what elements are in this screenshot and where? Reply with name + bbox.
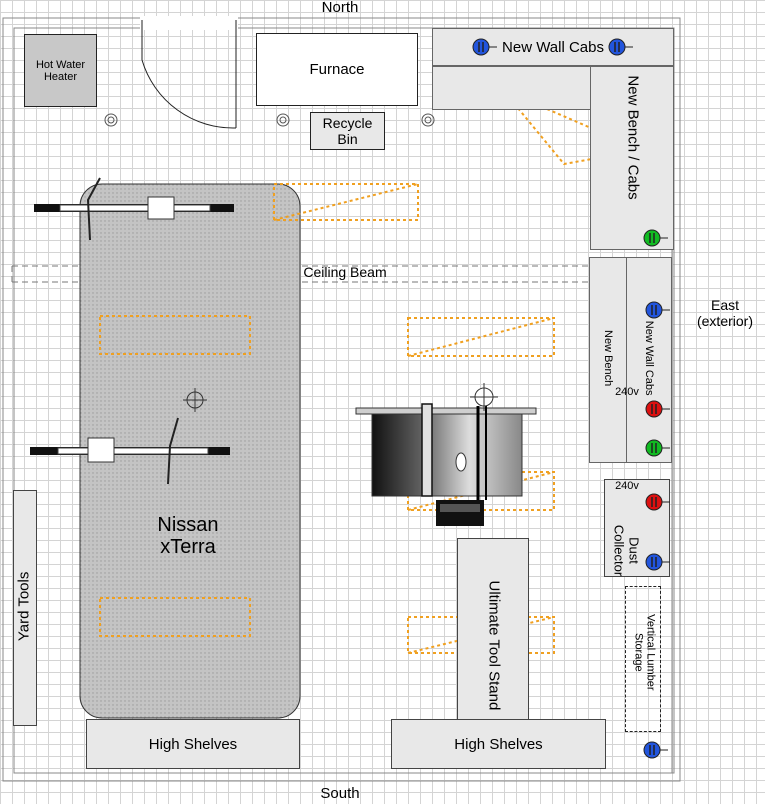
outlet-blue-dust-icon	[645, 553, 670, 571]
outlet-blue-southeast-icon	[643, 741, 668, 759]
new-wall-cabs-top-label: New Wall Cabs	[502, 38, 604, 56]
outlet-green-bench-icon	[643, 229, 668, 247]
furnace-label: Furnace	[309, 61, 365, 78]
compass-north: North	[321, 0, 359, 16]
vertical-lumber-storage	[625, 586, 661, 732]
door-opening	[140, 16, 238, 30]
high-shelves-right-label: High Shelves	[454, 735, 543, 753]
outlet-red-240v-1-icon	[645, 400, 670, 418]
ultimate-tool-stand	[457, 538, 529, 720]
high-shelves-right: High Shelves	[391, 719, 606, 769]
ceiling-beam-label: Ceiling Beam	[303, 264, 387, 280]
voltage-240-a: 240v	[615, 386, 639, 398]
new-bench-cabs	[590, 66, 674, 250]
high-shelves-left: High Shelves	[86, 719, 300, 769]
bench-cabs-top-return	[432, 66, 592, 110]
car-axles	[30, 177, 234, 485]
yard-tools	[13, 490, 37, 726]
outlet-blue-east-1-icon	[645, 301, 670, 319]
voltage-240-b: 240v	[615, 480, 639, 492]
nissan-xterra-label: Nissan xTerra	[157, 514, 219, 559]
table-saw	[355, 383, 537, 526]
compass-south: South	[320, 785, 360, 802]
outlet-green-east-2-icon	[645, 439, 670, 457]
door-swing	[141, 20, 237, 129]
ceiling-light-symbols	[104, 113, 435, 127]
furnace: Furnace	[256, 33, 418, 106]
exterior-walls	[2, 17, 681, 782]
hot-water-heater: Hot Water Heater	[24, 34, 97, 107]
new-wall-cabs-top: New Wall Cabs	[432, 28, 674, 66]
outlet-blue-wallcab-right-icon	[608, 38, 633, 56]
outlet-red-240v-2-icon	[645, 493, 670, 511]
hot-water-heater-label: Hot Water Heater	[35, 58, 86, 83]
high-shelves-left-label: High Shelves	[148, 735, 238, 753]
compass-east: East (exterior)	[696, 297, 753, 329]
recycle-bin: Recycle Bin	[310, 112, 385, 150]
recycle-bin-label: Recycle Bin	[322, 115, 373, 147]
outlet-blue-wallcab-left-icon	[472, 38, 497, 56]
new-wall-cabs-side	[626, 257, 672, 463]
